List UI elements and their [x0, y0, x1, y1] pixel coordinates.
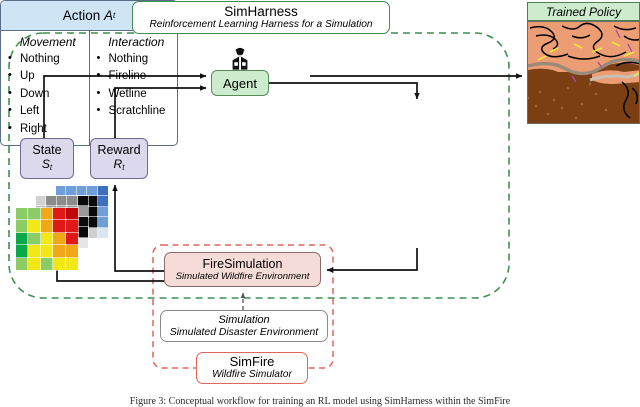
policy-map-svg [528, 22, 639, 123]
simharness-title: SimHarness [224, 3, 298, 19]
grid-cell [86, 216, 99, 229]
edge-agent-to-action [269, 82, 420, 100]
simulation-title: Simulation [218, 313, 270, 326]
grid-cell [27, 206, 42, 222]
list-item[interactable]: Up [7, 67, 89, 85]
trained-policy-panel: Trained Policy [527, 2, 640, 124]
simfire-subtitle: Wildfire Simulator [212, 369, 292, 380]
action-columns: Movement Nothing Up Down Left Right Inte… [1, 31, 177, 145]
grid-cell [39, 256, 55, 272]
grid-cell [14, 219, 30, 234]
grid-cell [96, 195, 110, 208]
grid-cell [34, 194, 48, 208]
trained-policy-map [527, 21, 640, 124]
movement-list: Nothing Up Down Left Right [7, 50, 89, 138]
grid-cell [76, 205, 90, 218]
agent-person-icon [232, 47, 248, 70]
list-item[interactable]: Scratchline [96, 102, 178, 120]
grid-cell [86, 184, 99, 198]
grid-cell [14, 231, 30, 247]
state-symbol: St [41, 156, 53, 172]
grid-cell [64, 244, 80, 259]
grid-cell [52, 231, 67, 247]
grid-cell [52, 244, 67, 259]
reward-symbol: Rt [113, 156, 125, 172]
list-item[interactable]: Nothing [96, 50, 178, 68]
grid-cell [52, 219, 67, 234]
state-grid-stack [14, 184, 110, 272]
grid-cell [39, 231, 55, 247]
list-item[interactable]: Nothing [7, 50, 89, 68]
action-column-title: Interaction [108, 35, 165, 49]
grid-cell [27, 256, 42, 272]
grid-cell [66, 194, 79, 208]
grid-cell [64, 256, 80, 272]
grid-cell [64, 231, 80, 247]
state-node[interactable]: State St [20, 138, 74, 179]
simulation-subtitle: Simulated Disaster Environment [169, 326, 319, 338]
grid-cell [75, 184, 89, 198]
grid-cell [45, 194, 58, 208]
list-item[interactable]: Wetline [96, 85, 178, 103]
list-item[interactable]: Down [7, 85, 89, 103]
edge-firesimulation-to-reward [112, 184, 164, 272]
edge-action-to-firesimulation [326, 248, 418, 273]
grid-cell [76, 226, 90, 239]
grid-cell [86, 195, 99, 208]
grid-cell [76, 215, 90, 229]
grid-cell [55, 194, 69, 208]
simharness-title-box: SimHarness Reinforcement Learning Harnes… [132, 1, 390, 34]
simulation-node[interactable]: Simulation Simulated Disaster Environmen… [160, 310, 328, 342]
firesimulation-node[interactable]: FireSimulation Simulated Wildfire Enviro… [164, 252, 321, 287]
grid-cell [96, 226, 110, 240]
grid-cell [65, 184, 78, 198]
grid-cell [14, 206, 30, 222]
simfire-node[interactable]: SimFire Wildfire Simulator [196, 352, 308, 384]
interaction-list: Nothing Fireline Wetline Scratchline [96, 50, 178, 121]
action-column-interaction: Interaction Nothing Fireline Wetline Scr… [90, 31, 178, 145]
grid-cell [39, 206, 55, 222]
grid-cell [52, 256, 67, 272]
grid-cell [14, 244, 30, 259]
grid-cell [96, 216, 110, 229]
grid-cell [76, 194, 90, 208]
action-column-title: Movement [19, 35, 76, 49]
state-label: State [32, 142, 62, 157]
grid-cell [86, 226, 99, 240]
list-item[interactable]: Left [7, 102, 89, 120]
grid-cell [96, 205, 110, 219]
simfire-title: SimFire [229, 354, 275, 369]
front-layer-color [14, 206, 80, 272]
grid-cell [64, 219, 80, 234]
reward-node[interactable]: Reward Rt [90, 138, 148, 179]
figure-caption: Figure 3: Conceptual workflow for traini… [129, 396, 511, 407]
grid-cell [52, 206, 67, 222]
list-item[interactable]: Fireline [96, 67, 178, 85]
firesimulation-subtitle: Simulated Wildfire Environment [175, 270, 310, 282]
grid-cell [39, 244, 55, 259]
grid-cell [64, 206, 80, 222]
trained-policy-title: Trained Policy [527, 2, 640, 21]
grid-cell [27, 219, 42, 234]
grid-cell [96, 184, 110, 198]
agent-node[interactable]: Agent [211, 70, 269, 96]
simharness-subtitle: Reinforcement Learning Harness for a Sim… [149, 18, 373, 30]
grid-cell [76, 236, 90, 250]
grid-cell [86, 205, 99, 219]
agent-label: Agent [223, 75, 257, 91]
action-column-movement: Movement Nothing Up Down Left Right [1, 31, 90, 145]
grid-cell [54, 184, 68, 198]
firesimulation-title: FireSimulation [202, 256, 283, 271]
grid-cell [14, 256, 30, 272]
list-item[interactable]: Right [7, 120, 89, 138]
grid-cell [27, 244, 42, 259]
reward-label: Reward [97, 142, 141, 157]
grid-cell [39, 219, 55, 234]
grid-cell [27, 231, 42, 247]
